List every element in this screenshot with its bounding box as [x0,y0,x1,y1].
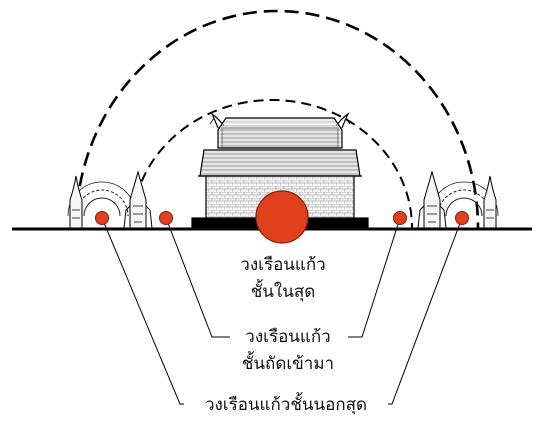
right-spire-inner [417,170,447,229]
outer-dashed-arch [74,9,480,229]
label-outer: วงเรือนแก้วชั้นนอกสุด [205,392,367,415]
red-dots [95,211,469,225]
label-middle-line2: ชั้นถัดเข้ามา [242,351,334,374]
dot-middle-left [159,211,173,225]
left-spire-outer [69,175,83,229]
dot-outer-left [95,211,109,225]
right-spire-outer [483,175,497,229]
label-inner-line2: ชั้นในสุด [251,279,316,302]
dot-middle-right [393,211,407,225]
label-inner-line1: วงเรือนแก้ว [240,255,325,275]
dot-outer-right [455,211,469,225]
central-red-circle [255,190,309,244]
label-middle-line1: วงเรือนแก้ว [245,327,330,347]
left-spire-inner [123,170,153,229]
middle-dashed-arch [131,99,413,229]
leader-lines [101,217,463,405]
